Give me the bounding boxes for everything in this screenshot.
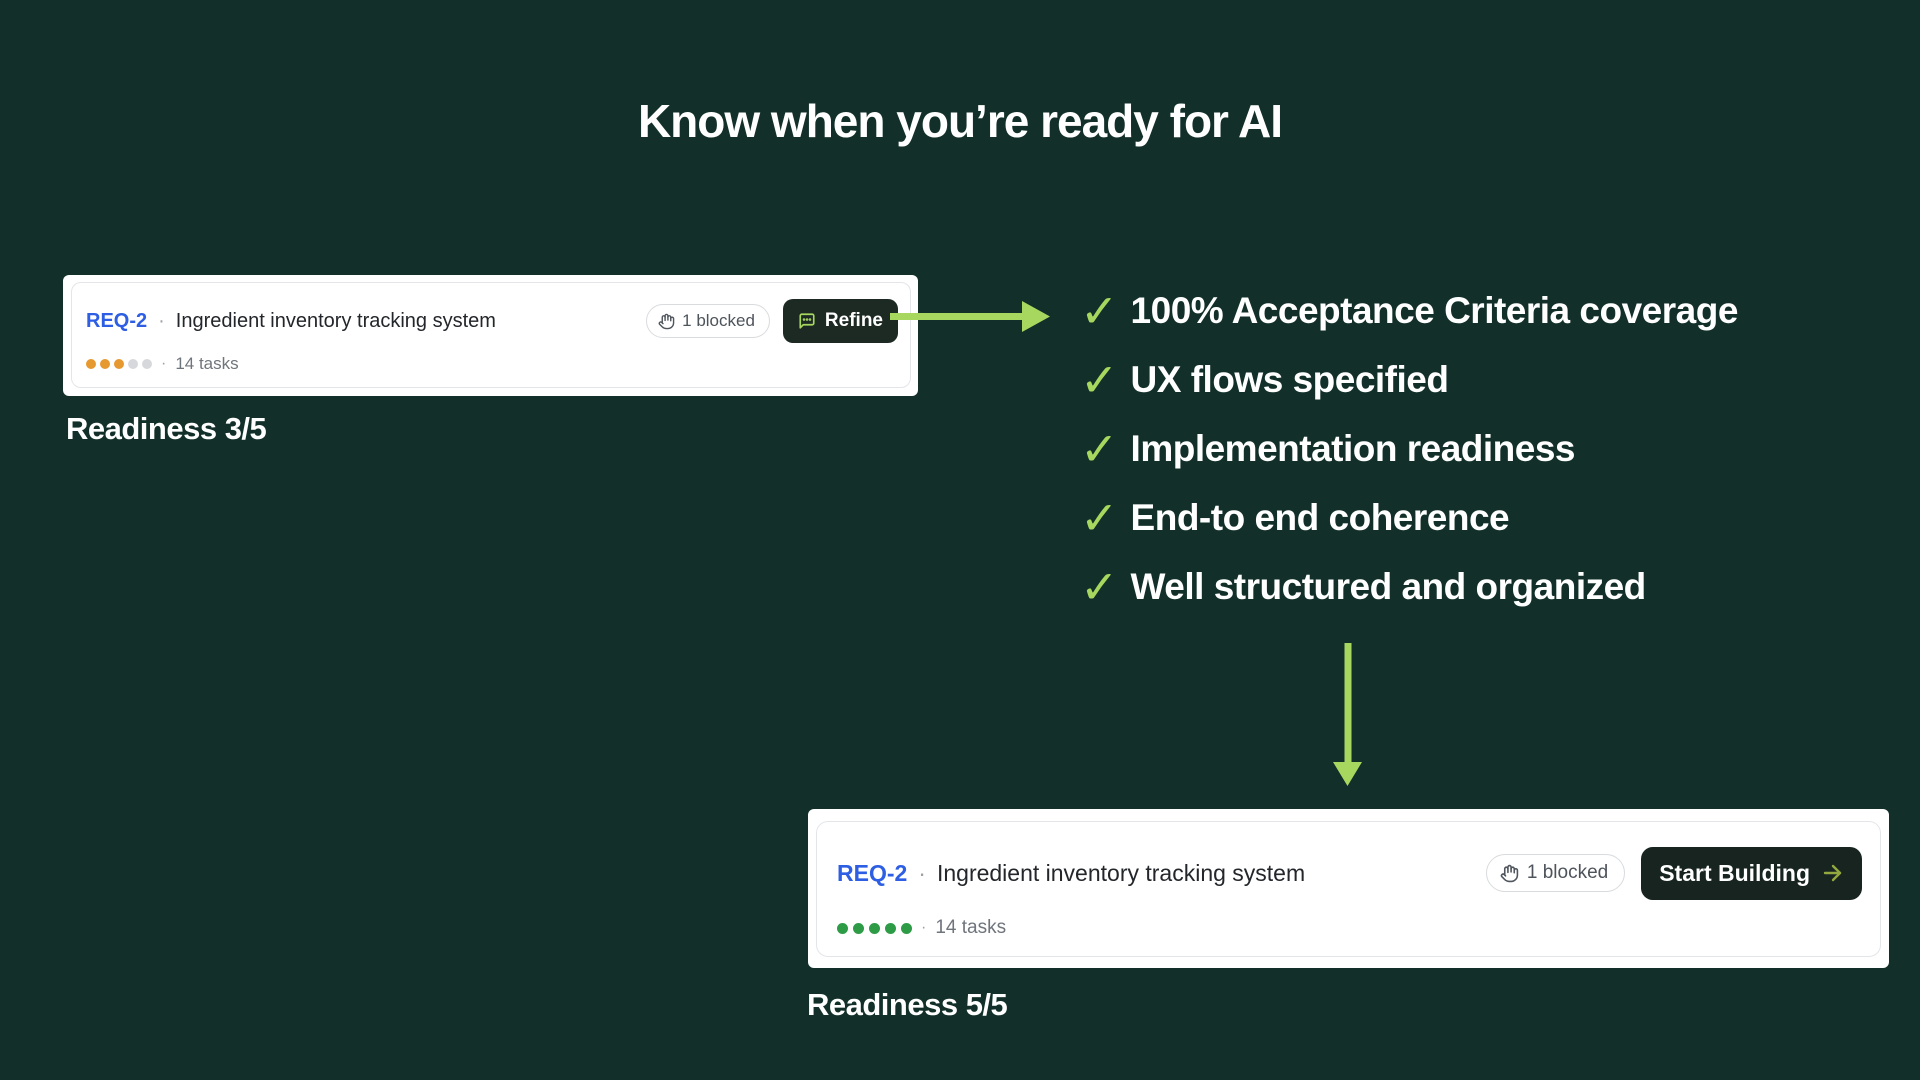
progress-dot [869, 922, 880, 934]
tasks-count-label: 14 tasks [935, 917, 1007, 938]
card-main-row: REQ-2 · Ingredient inventory tracking sy… [837, 845, 1862, 901]
readiness-label-after: Readiness 5/5 [807, 987, 1008, 1022]
requirement-card-before-inner: REQ-2 · Ingredient inventory tracking sy… [71, 282, 911, 388]
requirement-id-link[interactable]: REQ-2 [86, 309, 148, 332]
check-icon: ✓ [1080, 559, 1119, 614]
progress-dot [837, 922, 848, 934]
arrow-down-icon [1333, 643, 1362, 786]
progress-dot [100, 359, 110, 369]
separator-dot: · [921, 919, 927, 936]
progress-dot [885, 922, 896, 934]
checklist-item-label: Implementation readiness [1130, 427, 1576, 469]
checklist-item: ✓ Implementation readiness [1080, 414, 1738, 483]
blocked-badge[interactable]: 1 blocked [646, 304, 770, 338]
checklist-item-label: Well structured and organized [1130, 565, 1647, 607]
progress-dot [853, 922, 864, 934]
requirement-title: Ingredient inventory tracking system [175, 309, 496, 332]
card-main-row: REQ-2 · Ingredient inventory tracking sy… [86, 299, 898, 343]
blocked-badge[interactable]: 1 blocked [1485, 854, 1626, 892]
hand-icon [1500, 864, 1519, 882]
requirement-title: Ingredient inventory tracking system [936, 859, 1306, 886]
check-icon: ✓ [1080, 352, 1119, 407]
tasks-count-label: 14 tasks [175, 354, 239, 373]
readiness-checklist: ✓ 100% Acceptance Criteria coverage ✓ UX… [1080, 276, 1738, 621]
separator-dot: · [161, 355, 167, 372]
refine-button-label: Refine [824, 310, 883, 331]
card-meta-row: · 14 tasks [86, 353, 898, 375]
check-icon: ✓ [1080, 283, 1119, 338]
card-actions: 1 blocked Start Building [1485, 846, 1862, 900]
checklist-item: ✓ End-to end coherence [1080, 483, 1738, 552]
readiness-dots [837, 922, 912, 934]
checklist-item: ✓ 100% Acceptance Criteria coverage [1080, 276, 1738, 345]
readiness-label-before: Readiness 3/5 [66, 411, 267, 446]
start-building-button-label: Start Building [1659, 859, 1810, 886]
arrow-right-small-icon [1823, 864, 1842, 882]
checklist-item-label: UX flows specified [1130, 358, 1449, 400]
checklist-item: ✓ Well structured and organized [1080, 552, 1738, 621]
card-actions: 1 blocked Refine [646, 299, 898, 343]
page-title: Know when you’re ready for AI [637, 95, 1283, 147]
progress-dot [114, 359, 124, 369]
readiness-dots [86, 359, 152, 369]
arrow-right-icon [890, 301, 1050, 332]
chat-bubble-icon [799, 313, 815, 329]
check-icon: ✓ [1080, 490, 1119, 545]
requirement-card-after: REQ-2 · Ingredient inventory tracking sy… [808, 809, 1889, 968]
requirement-card-before: REQ-2 · Ingredient inventory tracking sy… [63, 275, 918, 396]
checklist-item: ✓ UX flows specified [1080, 345, 1738, 414]
progress-dot [86, 359, 96, 369]
blocked-badge-label: 1 blocked [1526, 862, 1609, 883]
checklist-item-label: 100% Acceptance Criteria coverage [1130, 289, 1739, 331]
progress-dot [128, 359, 138, 369]
separator-dot: · [158, 309, 165, 332]
progress-dot [901, 922, 912, 934]
card-meta-row: · 14 tasks [837, 916, 1862, 940]
checklist-item-label: End-to end coherence [1130, 496, 1510, 538]
hand-icon [658, 313, 675, 329]
requirement-card-after-inner: REQ-2 · Ingredient inventory tracking sy… [816, 821, 1881, 957]
check-icon: ✓ [1080, 421, 1119, 476]
separator-dot: · [918, 859, 926, 886]
requirement-id-link[interactable]: REQ-2 [837, 859, 908, 886]
blocked-badge-label: 1 blocked [682, 311, 755, 330]
refine-button[interactable]: Refine [782, 299, 898, 343]
start-building-button[interactable]: Start Building [1641, 846, 1862, 900]
progress-dot [142, 359, 152, 369]
